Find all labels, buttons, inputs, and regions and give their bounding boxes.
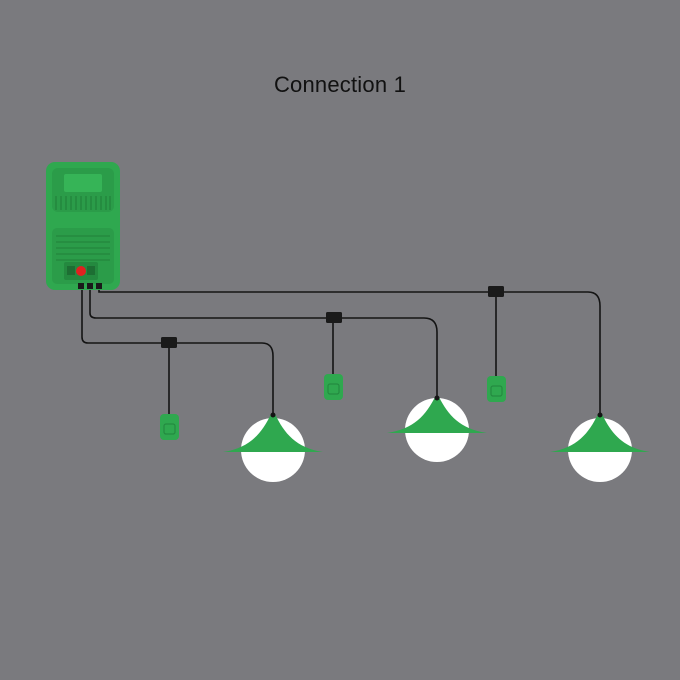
cables bbox=[81, 290, 601, 416]
diagram-title: Connection 1 bbox=[273, 72, 407, 97]
cable-lamp-2 bbox=[89, 290, 438, 396]
power-unit[interactable] bbox=[46, 162, 120, 290]
lamp-shade bbox=[387, 397, 487, 433]
connector-3 bbox=[488, 286, 504, 297]
connector-2 bbox=[326, 312, 342, 323]
connectors bbox=[161, 286, 504, 348]
indicator-light bbox=[76, 266, 86, 276]
lamp-1[interactable] bbox=[223, 412, 323, 483]
cable-lamp-1 bbox=[81, 290, 274, 414]
lamps bbox=[223, 395, 650, 483]
cable-lamp-3 bbox=[98, 290, 601, 414]
switch-1[interactable] bbox=[160, 414, 179, 440]
lamp-3[interactable] bbox=[550, 412, 650, 483]
lamp-shade bbox=[223, 414, 323, 452]
connector-1 bbox=[161, 337, 177, 348]
switches bbox=[160, 374, 506, 440]
lamp-2[interactable] bbox=[387, 395, 487, 463]
switch-2[interactable] bbox=[324, 374, 343, 400]
switch-3[interactable] bbox=[487, 376, 506, 402]
lamp-shade bbox=[550, 414, 650, 452]
